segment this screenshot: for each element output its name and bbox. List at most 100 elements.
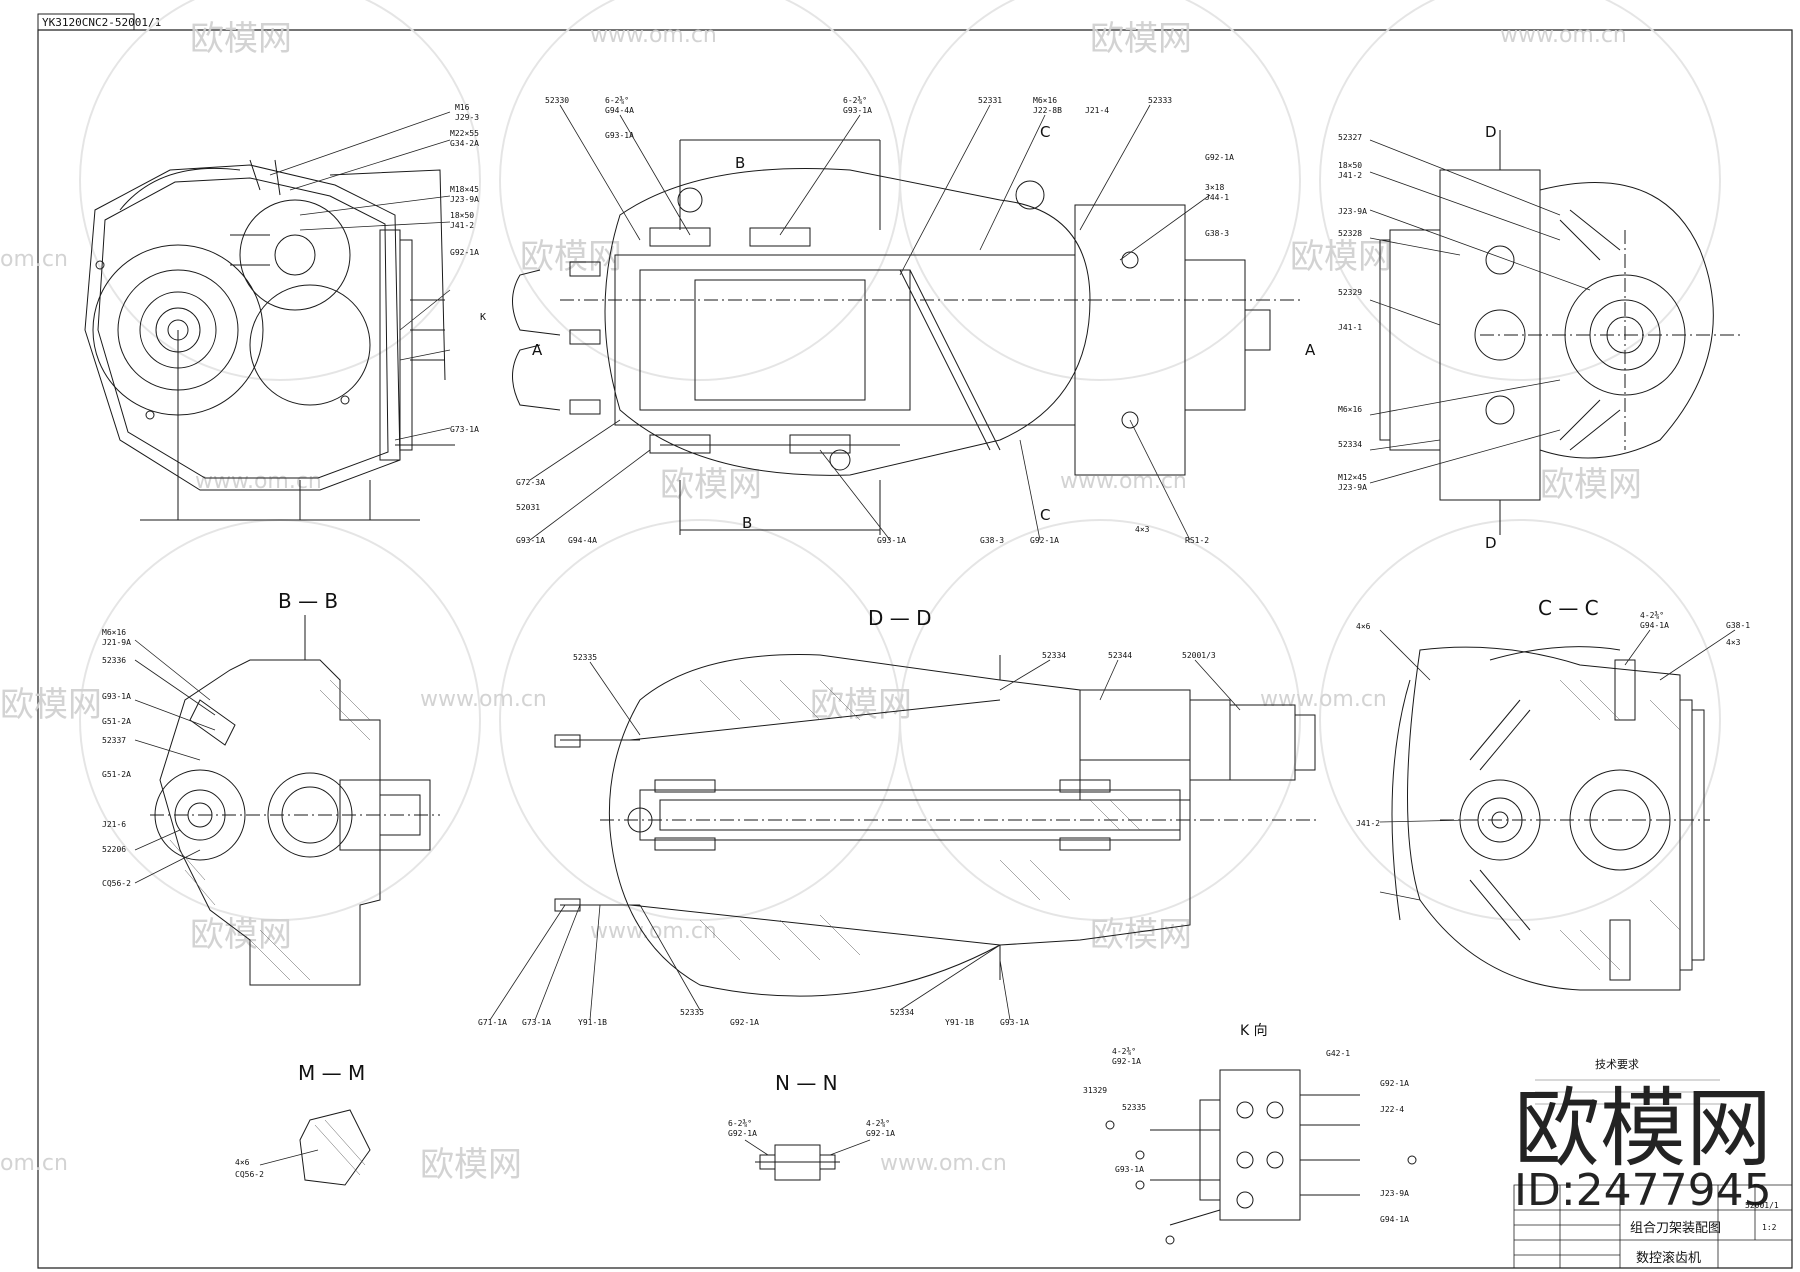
bb-hatching [170, 680, 370, 980]
section-cc-labels: 4-2⅜° G94-1A G38-1 4×3 J41-2 4×6 [1356, 611, 1750, 900]
label-j21-6: J21-6 [102, 820, 126, 829]
section-bb [150, 615, 440, 985]
label-g93-1a-bot2: G93-1A [877, 536, 906, 545]
watermark-url-7: www.om.cn [1260, 687, 1387, 712]
label-g93-1a-bot: G93-1A [516, 536, 545, 545]
watermark-brand-1: 欧模网 [190, 19, 292, 59]
label-52031: 52031 [516, 503, 540, 512]
section-cc [1392, 647, 1710, 990]
front-view-left-labels: M16 J29-3 M22×55 G34-2A M18×45 J23-9A 18… [270, 103, 486, 440]
label-y91-1b: Y91-1B [578, 1018, 607, 1027]
label-g93-1a-top: G93-1A [605, 131, 634, 140]
label-6-2-top2: 6-2⅜° [843, 96, 867, 105]
title-block-machine: 数控滚齿机 [1636, 1250, 1701, 1266]
label-4x6-mm: 4×6 [235, 1158, 250, 1167]
label-52330: 52330 [545, 96, 569, 105]
label-g73-1a: G73-1A [450, 425, 479, 434]
label-g94-4a: G94-4A [605, 106, 634, 115]
label-4x6-cc: 4×6 [1356, 622, 1371, 631]
label-g38-1: G38-1 [1726, 621, 1750, 630]
label-4x3-cc: 4×3 [1726, 638, 1741, 647]
label-g92-1a-k: G92-1A [1112, 1057, 1141, 1066]
label-3x18: 3×18 [1205, 183, 1224, 192]
section-dd-labels: 52335 52334 52344 52001/3 G71-1A G73-1A … [478, 651, 1240, 1027]
title-block-code: 52001/1 [1745, 1201, 1779, 1210]
label-g94-1a-k: G94-1A [1380, 1215, 1409, 1224]
cc-hatching [1560, 680, 1680, 970]
watermark-brand-2: 欧模网 [1090, 19, 1192, 59]
label-g94-4a-bot: G94-4A [568, 536, 597, 545]
label-k-view: K [480, 312, 486, 323]
watermark-url-9: om.cn [0, 1151, 68, 1176]
label-52337: 52337 [102, 736, 126, 745]
label-6-2-top: 6-2⅜° [605, 96, 629, 105]
label-18x50: 18×50 [450, 211, 474, 220]
label-b-top: B [735, 154, 745, 172]
leader-lines-cc [1380, 630, 1735, 900]
watermark-url-3: om.cn [0, 247, 68, 272]
label-m12x45: M12×45 [1338, 473, 1367, 482]
watermark-brand-5: 欧模网 [660, 465, 762, 505]
label-52334-dd: 52334 [1042, 651, 1066, 660]
technical-notes-title: 技术要求 [1595, 1058, 1639, 1071]
watermark-url-1: www.om.cn [590, 23, 717, 48]
leader-lines-left [270, 112, 450, 440]
label-4x3: 4×3 [1135, 525, 1150, 534]
label-g71-1a: G71-1A [478, 1018, 507, 1027]
label-y91-1b-dd2: Y91-1B [945, 1018, 974, 1027]
section-title-mm: M — M [298, 1061, 365, 1085]
section-dd [555, 655, 1320, 997]
label-g38-3: G38-3 [1205, 229, 1229, 238]
label-52001-3: 52001/3 [1182, 651, 1216, 660]
label-g94-1a: G94-1A [1640, 621, 1669, 630]
end-view-right [1380, 130, 1740, 535]
watermark-url-2: www.om.cn [1500, 23, 1627, 48]
label-g92-1a: G92-1A [450, 248, 479, 257]
label-j41-1: J41-1 [1338, 323, 1362, 332]
watermark-brand-11: 欧模网 [420, 1145, 522, 1185]
label-b-bot: B [742, 514, 752, 532]
label-52335-dd: 52335 [573, 653, 597, 662]
watermark-url-6: www.om.cn [420, 687, 547, 712]
label-j23-9a-r2: J23-9A [1338, 483, 1367, 492]
label-52334-r: 52334 [1338, 440, 1362, 449]
watermark-circles [80, 0, 1720, 920]
label-g93-1a-dd: G93-1A [1000, 1018, 1029, 1027]
label-a-right: A [1305, 341, 1316, 359]
label-j23-9a-k: J23-9A [1380, 1189, 1409, 1198]
label-m6x16-bb: M6×16 [102, 628, 126, 637]
label-g92-1a-nn2: G92-1A [866, 1129, 895, 1138]
label-6-2-nn: 6-2⅜° [728, 1119, 752, 1128]
section-bb-labels: M6×16 J21-9A 52336 G93-1A G51-2A 52337 G… [102, 628, 215, 888]
front-view-left [85, 160, 455, 520]
section-title-dd: D — D [868, 606, 932, 630]
label-cq56-2-bb: CQ56-2 [102, 879, 131, 888]
k-view-labels: 31329 52335 4-2⅜° G92-1A G42-1 G92-1A J2… [1083, 1047, 1409, 1224]
leader-lines-bb [135, 640, 215, 883]
label-g73-1a-dd: G73-1A [522, 1018, 551, 1027]
watermark-id: ID:2477945 [1514, 1165, 1772, 1216]
label-j41-2: J41-2 [450, 221, 474, 230]
technical-notes-lines [1535, 1080, 1720, 1104]
label-g93-1a-bb: G93-1A [102, 692, 131, 701]
label-g33-3: G38-3 [980, 536, 1004, 545]
section-title-cc: C — C [1538, 596, 1599, 620]
label-m6x16-r: M6×16 [1338, 405, 1362, 414]
label-m22: M22×55 [450, 129, 479, 138]
side-view-center-labels: 52330 6-2⅜° G94-4A G93-1A G93-1A 6-2⅜° 5… [516, 96, 1316, 545]
title-block-scale: 1:2 [1762, 1223, 1777, 1232]
leader-lines-dd [490, 660, 1240, 1020]
label-j21-4: J21-4 [1085, 106, 1109, 115]
label-j29-3: J29-3 [455, 113, 479, 122]
label-g92-1a-dd: G92-1A [730, 1018, 759, 1027]
label-j22-4: J22-4 [1380, 1105, 1404, 1114]
title-block [1514, 1185, 1792, 1268]
label-52327: 52327 [1338, 133, 1362, 142]
label-4-2-cc: 4-2⅜° [1640, 611, 1664, 620]
leader-lines-center [530, 105, 1210, 540]
label-52336: 52336 [102, 656, 126, 665]
label-cq56-2-mm: CQ56-2 [235, 1170, 264, 1179]
watermark-layer: 欧模网 www.om.cn 欧模网 www.om.cn om.cn 欧模网 欧模… [0, 0, 1720, 1185]
label-d-bot: D [1485, 534, 1497, 552]
